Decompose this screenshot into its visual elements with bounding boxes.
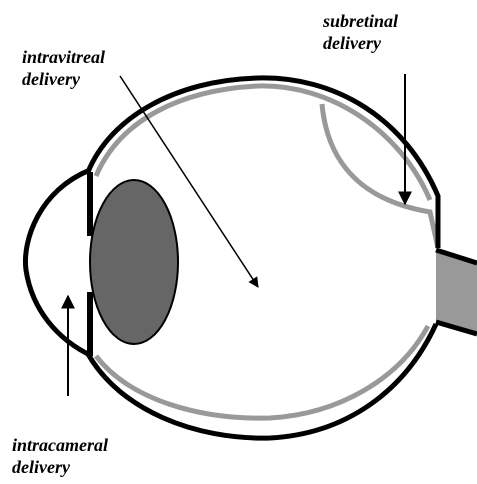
intravitreal-delivery-label: intravitreal delivery	[22, 46, 105, 90]
intracameral-label-line2: delivery	[12, 456, 108, 478]
intravitreal-label-line2: delivery	[22, 68, 105, 90]
subretinal-label-line2: delivery	[323, 32, 398, 54]
cornea	[25, 170, 92, 356]
subretinal-label-line1: subretinal	[323, 10, 398, 32]
intravitreal-label-line1: intravitreal	[22, 46, 105, 68]
intracameral-label-line1: intracameral	[12, 434, 108, 456]
intracameral-delivery-label: intracameral delivery	[12, 434, 108, 478]
subretinal-delivery-label: subretinal delivery	[323, 10, 398, 54]
lens	[90, 180, 178, 344]
